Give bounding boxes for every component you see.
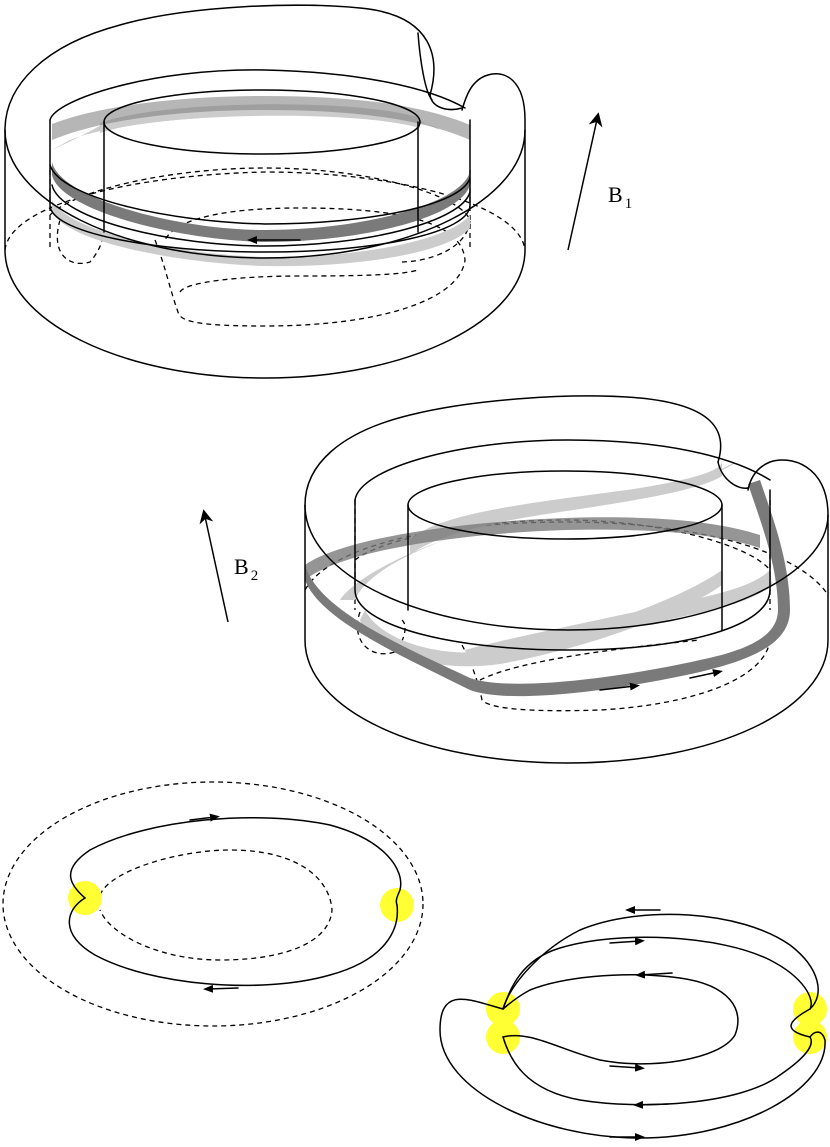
top-band-dark-back [52, 96, 470, 140]
top-band-dark [52, 162, 470, 242]
top-hidden-lines [4, 167, 526, 327]
middle-hidden-lines [304, 500, 829, 712]
middle-band-dark-back [305, 517, 760, 580]
arrow-up-right-icon [567, 112, 603, 251]
middle-solid-torus [304, 395, 829, 764]
top-solid-torus [4, 4, 526, 379]
top-band-light-lower [52, 200, 470, 267]
arrow-up-left-icon [199, 509, 229, 623]
bottom-left-annulus [2, 781, 424, 1027]
middle-band-light-2 [410, 462, 722, 555]
middle-band-light-4 [465, 570, 772, 665]
bottom-right-annulus [439, 906, 827, 1141]
